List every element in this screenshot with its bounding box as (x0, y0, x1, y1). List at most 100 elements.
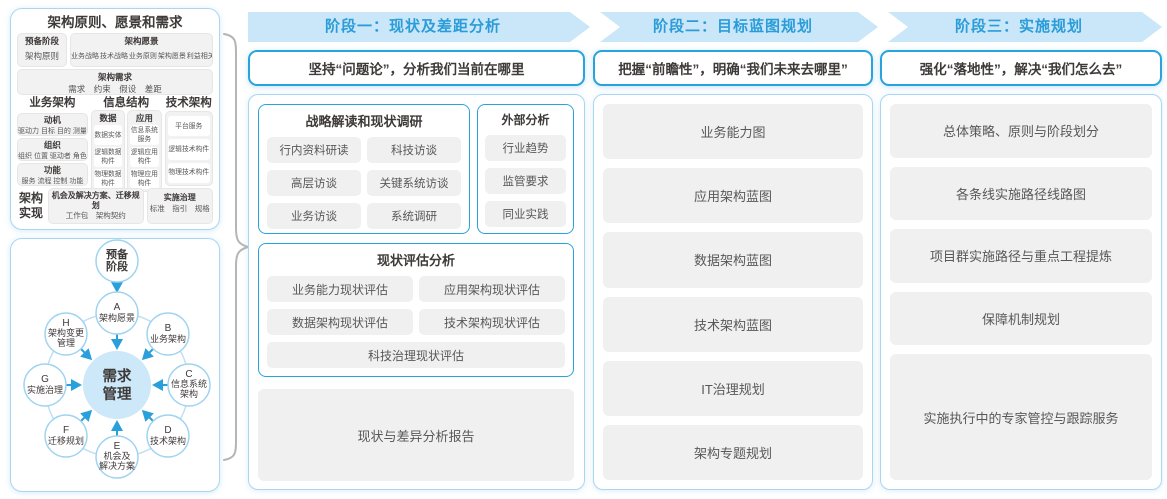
phase-1-column: 战略解读和现状调研 行内资料研读 科技访谈 高层访谈 关键系统访谈 业务访谈 系… (248, 94, 585, 490)
phase-1-header: 阶段一：现状及差距分析 (324, 18, 501, 35)
arch-requirements-box: 架构需求 需求 约束 假设 差距 (17, 69, 213, 95)
external-chip: 行业趋势 (485, 135, 566, 161)
architecture-realization-row: 架构实现 机会及解决方案、迁移规划 工作包 架构契约 实施治理 标准 指引 规格 (17, 188, 213, 224)
adm-node-a (95, 291, 139, 335)
business-architecture-column: 业务架构 动机 驱动力 目标 目的 测量 组织 组织 位置 驱动者 角色 功能 … (17, 97, 88, 186)
node-b-letter: B (165, 323, 172, 334)
prep-node-line2: 阶段 (106, 259, 128, 273)
prep-node-line1: 预备 (106, 247, 129, 261)
function-box: 功能 服务 流程 控制 功能 (17, 163, 88, 186)
application-item: 信息系统服务 (130, 125, 159, 145)
adm-node-f (44, 414, 88, 458)
application-item: 逻辑应用构件 (130, 147, 159, 167)
function-items: 服务 流程 控制 功能 (21, 178, 84, 185)
data-item: 数据实体 (93, 125, 123, 145)
phase-3-subtitle: 强化“落地性”，解决“我们怎么去” (880, 50, 1162, 86)
arch-vision-items: 业务战略 技术战略 业务原则 架构愿景 利益相关者 (71, 53, 213, 60)
node-a-name: 架构愿景 (99, 312, 135, 323)
implementation-governance-box: 实施治理 标准 指引 规格 (146, 188, 213, 224)
node-f-name: 迁移规划 (48, 435, 84, 446)
node-d-letter: D (164, 425, 171, 436)
adm-node-h (44, 312, 88, 356)
phase-2-subtitle: 把握“前瞻性”，明确“我们未来去哪里” (593, 50, 873, 86)
external-chip: 监管要求 (485, 168, 566, 194)
node-c-name2: 架构 (180, 388, 198, 399)
arch-vision-title: 架构愿景 (124, 36, 159, 46)
strategy-research-title: 战略解读和现状调研 (305, 114, 423, 129)
node-g-name: 实施治理 (27, 384, 63, 395)
motivation-box: 动机 驱动力 目标 目的 测量 (17, 113, 88, 136)
node-h-name: 架构变更 (48, 327, 84, 338)
external-chip: 同业实践 (485, 201, 566, 227)
arch-requirements-items: 需求 约束 假设 差距 (68, 84, 162, 94)
method-chip: 系统调研 (367, 203, 461, 229)
arch-vision-box: 架构愿景 业务战略 技术战略 业务原则 架构愿景 利益相关者 (70, 33, 213, 67)
node-a-letter: A (114, 302, 121, 313)
center-label-line1: 需求 (103, 367, 132, 385)
architecture-domains-row: 业务架构 动机 驱动力 目标 目的 测量 组织 组织 位置 驱动者 角色 功能 … (17, 97, 213, 192)
phase-2-item: 应用架构蓝图 (603, 168, 863, 224)
information-structure-title: 信息结构 (103, 97, 150, 109)
data-subcolumn: 数据 数据实体 逻辑数据构件 物理数据构件 (90, 110, 126, 192)
data-item: 逻辑数据构件 (93, 147, 123, 167)
assessment-chip-wide: 科技治理现状评估 (267, 342, 565, 368)
phase-2-item: IT治理规划 (603, 360, 863, 416)
phase-2-item: 技术架构蓝图 (603, 296, 863, 352)
information-structure-column: 信息结构 数据 数据实体 逻辑数据构件 物理数据构件 应用 信息系统服务 逻辑应… (90, 97, 162, 192)
prep-vision-row: 预备阶段 架构原则 架构愿景 业务战略 技术战略 业务原则 架构愿景 利益相关者 (17, 33, 213, 67)
node-e-name: 机会及 (103, 450, 130, 461)
phase-2-item: 业务能力图 (603, 104, 863, 160)
node-e-letter: E (114, 441, 121, 452)
node-g-letter: G (41, 374, 49, 385)
assessment-title: 现状评估分析 (376, 253, 455, 268)
architecture-realization-label: 架构实现 (18, 191, 43, 220)
phase-2-header: 阶段二：目标蓝图规划 (652, 18, 813, 35)
prep-stage-label: 预备阶段 (24, 36, 59, 46)
adm-node-c (167, 363, 211, 407)
phase-3-item: 总体策略、原则与阶段划分 (890, 104, 1152, 158)
phase-3-item: 实施执行中的专家管控与跟踪服务 (890, 354, 1152, 481)
phase-3-item: 各条线实施路径线路图 (890, 166, 1152, 221)
external-analysis-title: 外部分析 (501, 113, 550, 127)
assessment-chip: 数据架构现状评估 (267, 309, 413, 335)
function-title: 功能 (43, 165, 61, 175)
implementation-governance-items: 标准 指引 规格 (149, 204, 210, 213)
motivation-title: 动机 (43, 115, 61, 125)
technology-item: 平台服务 (167, 116, 210, 137)
phase-2-column: 业务能力图 应用架构蓝图 数据架构蓝图 技术架构蓝图 IT治理规划 架构专题规划 (593, 94, 873, 490)
gap-analysis-report-box: 现状与差异分析报告 (258, 389, 574, 481)
requirements-management-node (83, 351, 151, 419)
principles-panel-title: 架构原则、愿景和需求 (47, 15, 183, 30)
phase-1-band (248, 12, 590, 42)
adm-node-d (146, 414, 190, 458)
node-h-letter: H (62, 318, 69, 329)
motivation-items: 驱动力 目标 目的 测量 (18, 128, 87, 135)
organization-items: 组织 位置 驱动者 角色 (18, 153, 87, 160)
phase-1-subtitle: 坚持“问题论”，分析我们当前在哪里 (248, 50, 585, 86)
principles-panel: 架构原则、愿景和需求 预备阶段 架构原则 架构愿景 业务战略 技术战略 业务原则… (10, 8, 220, 230)
arch-principle-label: 架构原则 (24, 51, 59, 61)
adm-cycle-diagram: 需求 管理 预备 阶段 A 架构愿景 B 业务架构 C 信息系统 架构 D 技术… (23, 239, 211, 479)
external-analysis-group: 外部分析 行业趋势 监管要求 同业实践 (477, 104, 574, 234)
phase-3-header: 阶段三：实施规划 (954, 18, 1083, 35)
node-f-letter: F (63, 425, 69, 436)
opportunities-migration-box: 机会及解决方案、迁移规划 工作包 架构契约 (48, 188, 144, 224)
technology-item: 物理技术构件 (167, 162, 210, 183)
prep-stage-node (95, 239, 139, 283)
opportunities-migration-items: 工作包 架构契约 (65, 211, 126, 220)
node-c-name: 信息系统 (171, 378, 207, 389)
phase-3-item: 保障机制规划 (890, 291, 1152, 346)
technology-architecture-column: 技术架构 平台服务 逻辑技术构件 物理技术构件 (164, 97, 213, 186)
assessment-chip: 业务能力现状评估 (267, 276, 413, 302)
node-d-name: 技术架构 (150, 435, 186, 446)
data-item: 物理数据构件 (93, 169, 123, 189)
organization-box: 组织 组织 位置 驱动者 角色 (17, 138, 88, 161)
adm-cycle-panel: 需求 管理 预备 阶段 A 架构愿景 B 业务架构 C 信息系统 架构 D 技术… (10, 238, 220, 492)
implementation-governance-title: 实施治理 (163, 193, 196, 202)
data-title: 数据 (99, 113, 117, 123)
node-c-letter: C (185, 369, 192, 380)
business-architecture-title: 业务架构 (29, 97, 76, 109)
phase-2-item: 架构专题规划 (603, 424, 863, 481)
application-subcolumn: 应用 信息系统服务 逻辑应用构件 物理应用构件 (127, 110, 162, 192)
